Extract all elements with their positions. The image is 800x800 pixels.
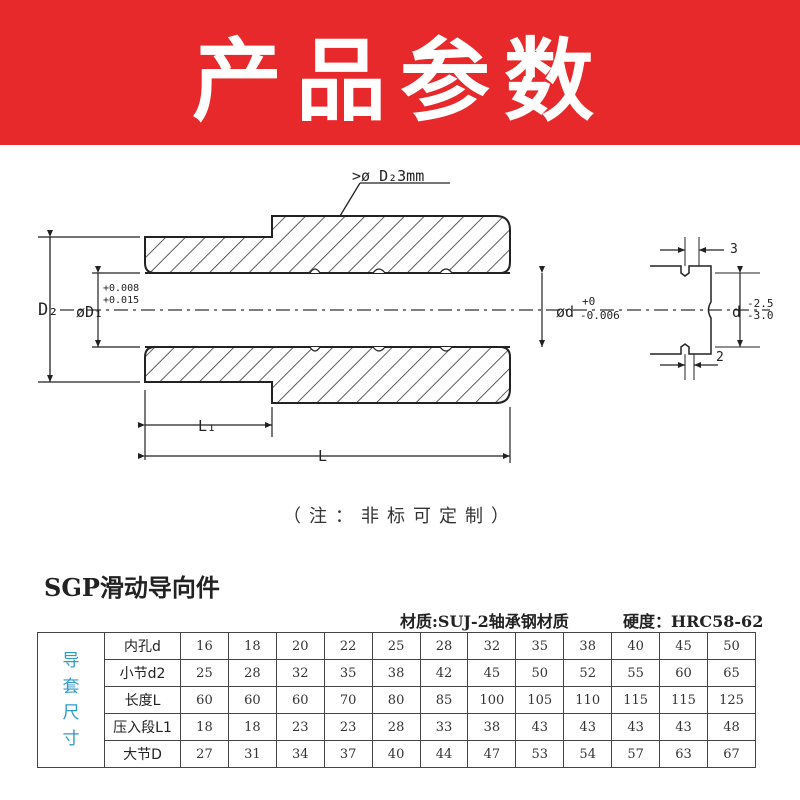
table-cell: 60 bbox=[275, 686, 325, 714]
category-cell: 导 套 尺 寸 bbox=[37, 632, 105, 768]
bushing-upper-wall bbox=[144, 215, 511, 274]
table-cell: 85 bbox=[419, 686, 469, 714]
table-cell: 23 bbox=[275, 713, 325, 741]
table-cell: 28 bbox=[371, 713, 421, 741]
d1-tolerance-lower: +0.015 bbox=[103, 295, 139, 306]
material-label: 材质:SUJ-2轴承钢材质 bbox=[400, 612, 569, 631]
category-label: 导 套 尺 寸 bbox=[62, 651, 80, 749]
table-cell: 27 bbox=[180, 740, 229, 768]
table-cell: 50 bbox=[706, 632, 757, 660]
row-label: 长度L bbox=[104, 686, 181, 714]
row-label: 大节D bbox=[104, 740, 181, 768]
d-tolerance-lower: -0.006 bbox=[580, 309, 620, 322]
banner-title: 产品参数 bbox=[192, 28, 608, 134]
table-cell: 45 bbox=[467, 659, 517, 687]
d-tolerance-upper: +0 bbox=[582, 295, 595, 308]
table-cell: 32 bbox=[275, 659, 325, 687]
table-cell: 18 bbox=[180, 713, 229, 741]
technical-drawing: >ø D₂3mm D₂ øD₁ +0.008 +0.015 ød +0 -0.0… bbox=[38, 167, 774, 465]
table-cell: 18 bbox=[227, 713, 277, 741]
table-cell: 16 bbox=[180, 632, 229, 660]
row-label: 内孔d bbox=[104, 632, 181, 660]
table-cell: 50 bbox=[515, 659, 565, 687]
table-cell: 105 bbox=[515, 686, 565, 714]
table-cell: 60 bbox=[659, 659, 708, 687]
table-cell: 115 bbox=[611, 686, 661, 714]
table-cell: 100 bbox=[467, 686, 517, 714]
table-cell: 67 bbox=[706, 740, 757, 768]
row-label: 小节d2 bbox=[104, 659, 181, 687]
table-cell: 45 bbox=[659, 632, 708, 660]
table-cell: 28 bbox=[227, 659, 277, 687]
d1-tolerance-upper: +0.008 bbox=[103, 283, 139, 294]
table-cell: 33 bbox=[419, 713, 469, 741]
table-cell: 60 bbox=[180, 686, 229, 714]
table-cell: 43 bbox=[515, 713, 565, 741]
table-cell: 20 bbox=[275, 632, 325, 660]
table-cell: 37 bbox=[323, 740, 373, 768]
table-cell: 80 bbox=[371, 686, 421, 714]
table-cell: 65 bbox=[706, 659, 757, 687]
table-cell: 43 bbox=[611, 713, 661, 741]
table-cell: 34 bbox=[275, 740, 325, 768]
table-cell: 55 bbox=[611, 659, 661, 687]
d-label: ød bbox=[556, 303, 574, 321]
table-cell: 110 bbox=[563, 686, 613, 714]
d-small-tolerance-lower: -3.0 bbox=[747, 309, 774, 322]
table-cell: 35 bbox=[323, 659, 373, 687]
table-cell: 43 bbox=[659, 713, 708, 741]
d-small-label: d bbox=[732, 303, 741, 321]
groove-top-label: 3 bbox=[730, 242, 738, 257]
table-cell: 47 bbox=[467, 740, 517, 768]
hardness-label: 硬度：HRC58-62 bbox=[623, 612, 764, 631]
table-cell: 115 bbox=[659, 686, 708, 714]
table-cell: 57 bbox=[611, 740, 661, 768]
table-cell: 22 bbox=[323, 632, 373, 660]
table-cell: 60 bbox=[227, 686, 277, 714]
row-label: 压入段L1 bbox=[104, 713, 181, 741]
table-cell: 42 bbox=[419, 659, 469, 687]
table-cell: 28 bbox=[419, 632, 469, 660]
table-cell: 23 bbox=[323, 713, 373, 741]
table-cell: 54 bbox=[563, 740, 613, 768]
table-cell: 31 bbox=[227, 740, 277, 768]
table-cell: 70 bbox=[323, 686, 373, 714]
table-cell: 35 bbox=[515, 632, 565, 660]
pin-shape bbox=[650, 265, 712, 355]
d2-label: D₂ bbox=[38, 300, 58, 320]
l-label: L bbox=[318, 447, 327, 465]
oil-grooves bbox=[309, 268, 453, 352]
table-cell: 18 bbox=[227, 632, 277, 660]
d-small-tolerance-upper: -2.5 bbox=[747, 297, 774, 310]
table-cell: 63 bbox=[659, 740, 708, 768]
table-cell: 32 bbox=[467, 632, 517, 660]
table-cell: 38 bbox=[563, 632, 613, 660]
table-cell: 38 bbox=[371, 659, 421, 687]
table-cell: 38 bbox=[467, 713, 517, 741]
table-cell: 48 bbox=[706, 713, 757, 741]
table-cell: 52 bbox=[563, 659, 613, 687]
d2-callout-label: >ø D₂3mm bbox=[352, 167, 424, 185]
table-cell: 43 bbox=[563, 713, 613, 741]
spec-title: SGP滑动导向件 bbox=[44, 573, 220, 602]
table-cell: 40 bbox=[371, 740, 421, 768]
bushing-lower-wall bbox=[144, 346, 511, 404]
l1-label: L₁ bbox=[198, 417, 216, 435]
table-cell: 25 bbox=[180, 659, 229, 687]
custom-note: （注：非标可定制） bbox=[283, 506, 517, 527]
groove-bottom-label: 2 bbox=[716, 350, 724, 365]
table-cell: 44 bbox=[419, 740, 469, 768]
table-cell: 125 bbox=[706, 686, 757, 714]
header-banner: 产品参数 bbox=[0, 0, 800, 145]
table-cell: 53 bbox=[515, 740, 565, 768]
table-cell: 25 bbox=[371, 632, 421, 660]
d1-label: øD₁ bbox=[76, 303, 103, 321]
table-cell: 40 bbox=[611, 632, 661, 660]
